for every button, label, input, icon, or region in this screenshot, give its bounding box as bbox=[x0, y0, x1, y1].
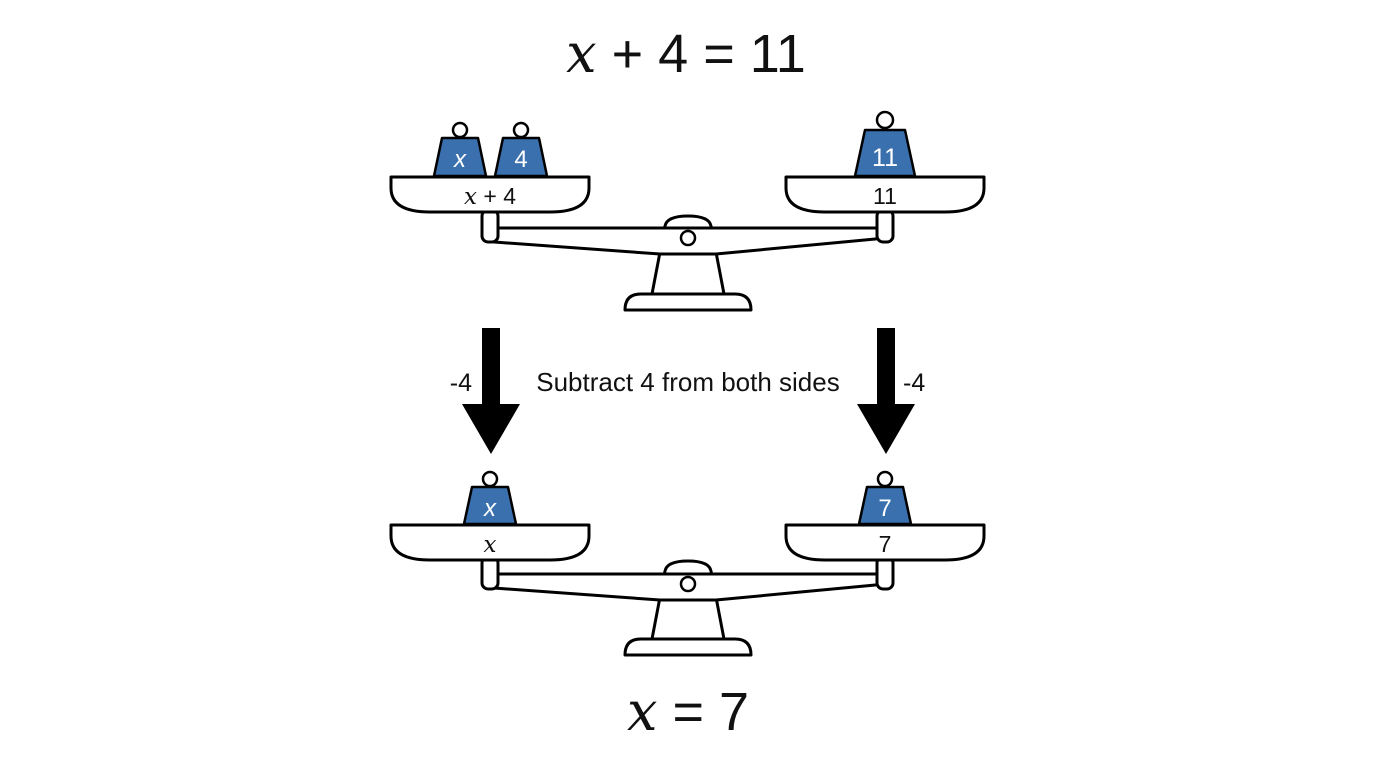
top-weight-11: 11 bbox=[853, 110, 917, 178]
instruction-text: Subtract 4 from both sides bbox=[536, 367, 839, 397]
left-arrow-label: -4 bbox=[450, 369, 472, 397]
top-right-pan-post bbox=[875, 208, 895, 244]
top-scale: x 4 11 x + 4 11 bbox=[389, 110, 986, 312]
bottom-left-pan bbox=[389, 523, 591, 562]
left-arrow bbox=[462, 328, 520, 454]
bottom-right-pan-label: 7 bbox=[879, 531, 892, 557]
bottom-weight-7-label: 7 bbox=[878, 495, 891, 522]
right-arrow bbox=[857, 328, 915, 454]
top-weight-4: 4 bbox=[493, 121, 549, 178]
bottom-left-pan-label: x bbox=[484, 532, 497, 558]
bottom-left-pan-post bbox=[480, 555, 500, 591]
top-weight-x-label: x bbox=[453, 146, 467, 173]
bottom-scale-base bbox=[623, 637, 753, 657]
top-weight-11-label: 11 bbox=[872, 144, 898, 172]
top-equation: x + 4 = 11 bbox=[566, 22, 806, 85]
top-scale-base bbox=[623, 292, 753, 312]
bottom-weight-x: x bbox=[462, 470, 518, 526]
bottom-scale-pivot bbox=[679, 575, 697, 593]
top-weight-4-label: 4 bbox=[514, 146, 527, 173]
bottom-scale: x 7 x 7 bbox=[389, 470, 986, 657]
bottom-equation: x = 7 bbox=[627, 680, 749, 743]
right-arrow-label: -4 bbox=[903, 369, 925, 397]
bottom-weight-x-label: x bbox=[483, 495, 497, 522]
top-left-pan bbox=[389, 175, 591, 214]
top-left-pan-label: x + 4 bbox=[464, 183, 516, 210]
top-right-pan bbox=[784, 175, 986, 214]
top-scale-pivot bbox=[679, 229, 697, 247]
top-weight-x: x bbox=[432, 121, 488, 178]
top-right-pan-label: 11 bbox=[873, 183, 897, 209]
top-left-pan-post bbox=[480, 208, 500, 244]
bottom-right-pan-post bbox=[875, 555, 895, 591]
bottom-weight-7: 7 bbox=[857, 470, 913, 526]
bottom-right-pan bbox=[784, 523, 986, 562]
